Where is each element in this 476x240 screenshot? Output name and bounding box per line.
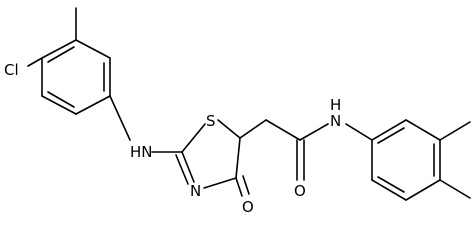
carbonyl-nh-bond: [299, 123, 329, 141]
aryl-nh-bond: [109, 95, 131, 141]
molecule-diagram: Cl HN S N O O N H: [4, 7, 471, 216]
amide-nitrogen-label: N: [330, 112, 341, 130]
chloro-bond: [27, 57, 43, 67]
ch2-carbonyl-bond: [265, 119, 301, 141]
right-methyl-bond-2: [439, 179, 471, 199]
chlorine-label: Cl: [4, 61, 19, 79]
chloro-methyl-phenyl-ring: [41, 39, 111, 115]
ring-carbonyl-bond: [235, 177, 243, 197]
amide-oxygen-label: O: [294, 182, 306, 200]
dimethyl-phenyl-ring: [371, 119, 441, 201]
amine-nh-label: HN: [130, 143, 153, 161]
nh-aryl-bond: [345, 123, 373, 141]
amide-hydrogen-label: H: [330, 96, 341, 114]
right-methyl-bond-1: [439, 121, 471, 141]
thiazoline-ring: [175, 119, 241, 189]
ring-carbonyl-bond-2: [242, 175, 250, 195]
ring-nitrogen-label: N: [190, 182, 201, 200]
c5-ch2-bond: [239, 119, 267, 139]
ring-oxygen-label: O: [242, 198, 254, 216]
sulfur-label: S: [206, 112, 216, 130]
